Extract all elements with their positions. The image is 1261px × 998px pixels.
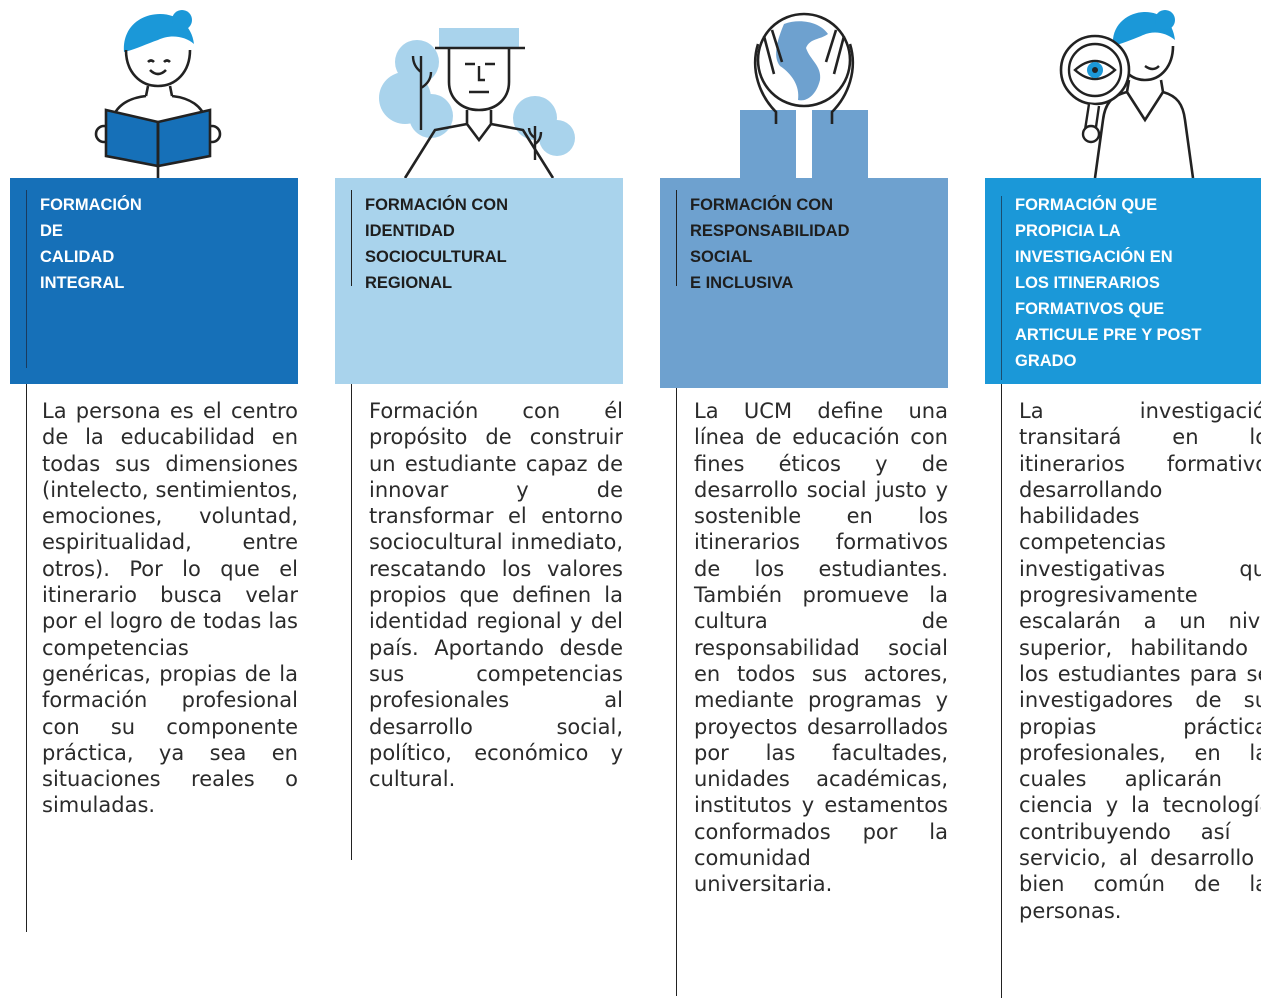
reading-woman-icon bbox=[94, 10, 222, 178]
pillar-body-2: Formación con él propósito de construir … bbox=[369, 399, 623, 792]
pillar-title-box-1: FORMACIÓN DE CALIDAD INTEGRAL bbox=[10, 178, 298, 384]
pillar-rule-1 bbox=[26, 384, 28, 932]
pillar-title-box-4: FORMACIÓN QUE PROPICIA LA INVESTIGACIÓN … bbox=[985, 178, 1261, 384]
pillar-body-4: La investigación transitará en los itine… bbox=[1019, 399, 1261, 923]
pillar-divider-1 bbox=[26, 190, 28, 368]
pillar-rule-4 bbox=[1001, 384, 1003, 998]
pillar-divider-4 bbox=[1001, 196, 1003, 380]
pillar-divider-3 bbox=[676, 190, 678, 286]
pillar-title-3: FORMACIÓN CON RESPONSABILIDAD SOCIAL E I… bbox=[690, 196, 850, 292]
farmer-with-trees-icon bbox=[379, 28, 575, 179]
pillar-divider-2 bbox=[351, 190, 353, 286]
pillar-body-3: La UCM define una línea de educación con… bbox=[694, 399, 948, 897]
magnifying-glass-woman-icon bbox=[1059, 10, 1195, 179]
pillar-rule-3 bbox=[676, 388, 678, 996]
pillar-title-2: FORMACIÓN CON IDENTIDAD SOCIOCULTURAL RE… bbox=[365, 196, 508, 292]
pillar-title-box-2: FORMACIÓN CON IDENTIDAD SOCIOCULTURAL RE… bbox=[335, 178, 623, 384]
pillar-title-box-3: FORMACIÓN CON RESPONSABILIDAD SOCIAL E I… bbox=[660, 178, 948, 388]
pillar-rule-2 bbox=[351, 384, 353, 860]
pillar-title-1: FORMACIÓN DE CALIDAD INTEGRAL bbox=[40, 196, 142, 292]
pillar-body-1: La persona es el centro de la educabilid… bbox=[42, 399, 298, 818]
pillar-title-4: FORMACIÓN QUE PROPICIA LA INVESTIGACIÓN … bbox=[1015, 196, 1202, 370]
hands-holding-globe-icon bbox=[740, 12, 868, 180]
